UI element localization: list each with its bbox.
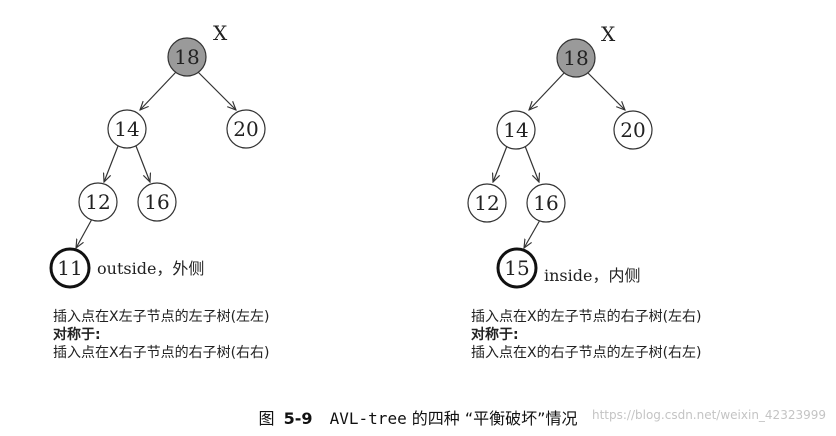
x-label: X (601, 22, 616, 46)
node-left-left: 12 (467, 183, 507, 223)
diagram-outside: 18 X 14 20 12 16 11 outside，外侧 (49, 21, 266, 289)
node-label-right: 20 (233, 117, 258, 141)
description-line-3: 插入点在X的右子节点的左子树(右左) (471, 345, 702, 361)
description-line-2: 对称于: (471, 327, 519, 343)
description-line-1: 插入点在X的左子节点的右子树(左右) (471, 309, 702, 325)
node-label-left: 14 (503, 118, 528, 142)
edge-14-12 (104, 145, 119, 182)
node-label-right: 20 (620, 118, 645, 142)
edge-14-16 (135, 145, 150, 182)
description-line-1: 插入点在X左子节点的左子树(左左) (53, 309, 270, 325)
caption-text: 的四种 “平衡破坏”情况 (411, 409, 578, 428)
node-label-left: 14 (114, 117, 139, 141)
node-label-left-left: 12 (474, 191, 499, 215)
figure-caption: 图 5-9 AVL-tree 的四种 “平衡破坏”情况 (0, 405, 836, 429)
node-label-root: 18 (174, 45, 199, 69)
edge-18-20 (586, 71, 625, 110)
node-right: 20 (613, 110, 653, 150)
x-label: X (213, 21, 228, 45)
node-label-left-left: 12 (85, 190, 110, 214)
node-inserted: 11 (49, 247, 91, 289)
caption-number: 5-9 (283, 409, 313, 428)
node-left-left: 12 (78, 182, 118, 222)
inserted-note: outside，外侧 (97, 259, 204, 278)
node-left: 14 (496, 110, 536, 150)
node-root-shaded: 18 (556, 38, 596, 78)
diagram-inside: 18 X 14 20 12 16 15 inside，内侧 (467, 22, 653, 289)
node-left: 14 (107, 109, 147, 149)
caption-prefix: 图 (258, 409, 275, 428)
node-label-inserted: 15 (504, 256, 529, 280)
node-inserted: 15 (496, 247, 538, 289)
description-inside: 插入点在X的左子节点的右子树(左右) 对称于: 插入点在X的右子节点的左子树(右… (471, 308, 702, 362)
node-label-root: 18 (563, 46, 588, 70)
edge-14-16 (524, 145, 539, 182)
node-root-shaded: 18 (167, 37, 207, 77)
edge-18-14 (140, 71, 177, 110)
description-line-3: 插入点在X右子节点的右子树(右右) (53, 345, 270, 361)
node-left-right: 16 (526, 183, 566, 223)
node-left-right: 16 (137, 182, 177, 222)
node-right: 20 (226, 109, 266, 149)
inserted-note: inside，内侧 (544, 266, 640, 285)
description-outside: 插入点在X左子节点的左子树(左左) 对称于: 插入点在X右子节点的右子树(右右) (53, 308, 270, 362)
edge-12-11 (76, 218, 93, 248)
node-label-inserted: 11 (57, 256, 82, 280)
edge-14-12 (493, 145, 508, 182)
watermark: https://blog.csdn.net/weixin_42323999 (591, 408, 826, 422)
edge-16-15 (524, 219, 541, 248)
node-label-left-right: 16 (533, 191, 558, 215)
edge-18-20 (197, 71, 236, 110)
node-label-left-right: 16 (144, 190, 169, 214)
description-line-2: 对称于: (53, 327, 101, 343)
caption-code: AVL-tree (329, 409, 407, 428)
edge-18-14 (529, 71, 566, 110)
